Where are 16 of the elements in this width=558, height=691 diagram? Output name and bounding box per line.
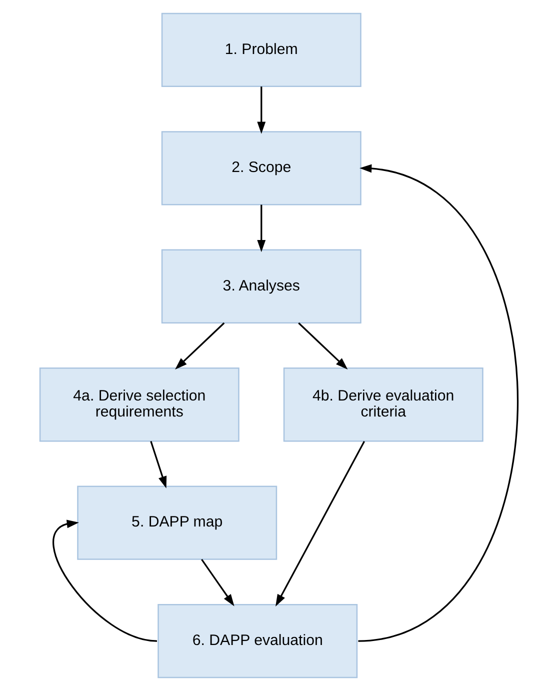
node-box: 4a. Derive selection requirements <box>39 368 240 442</box>
arrow <box>175 322 225 370</box>
node-box: 6. DAPP evaluation <box>158 604 358 678</box>
arrow <box>257 204 266 252</box>
node-box: 3. Analyses <box>161 249 362 324</box>
node-box: 1. Problem <box>161 12 362 88</box>
arrow <box>150 440 167 488</box>
node-box: 2. Scope <box>161 131 362 206</box>
arrow <box>201 558 234 606</box>
node-box: 4b. Derive evaluation criteria <box>283 368 484 442</box>
arrow <box>276 441 365 606</box>
arrow <box>257 86 266 134</box>
arrow <box>298 322 348 370</box>
arrow <box>358 164 518 642</box>
arrow <box>52 520 158 642</box>
node-box: 5. DAPP map <box>77 486 278 560</box>
